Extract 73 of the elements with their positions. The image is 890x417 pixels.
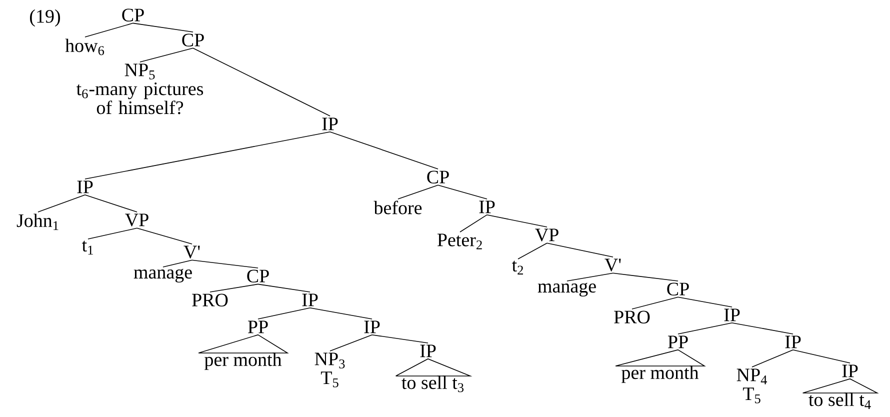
tree-label: V' <box>184 246 200 258</box>
tree-branch <box>546 242 614 258</box>
tree-branch <box>88 228 138 240</box>
tree-label: John$_{1}$ <box>16 214 58 230</box>
tree-branch <box>632 296 678 310</box>
tree-label: t$_{1}$ <box>82 240 93 254</box>
tree-branch <box>330 334 372 352</box>
tree-label: IP <box>724 308 740 322</box>
tree-branch <box>792 349 850 364</box>
tree-label: IP <box>77 180 93 194</box>
tree-label: Peter$_{2}$ <box>437 234 482 250</box>
tree-label: PRO <box>614 310 650 324</box>
tree-branch <box>460 214 488 232</box>
tree-label: IP <box>420 344 436 358</box>
tree-label: IP <box>842 364 858 378</box>
tree-label: before <box>374 200 422 214</box>
tree-label: t$_{2}$ <box>512 260 523 274</box>
tree-branch <box>136 228 192 244</box>
tree-label: per month <box>622 366 699 383</box>
tree-branch <box>566 272 614 282</box>
tree-branch <box>398 184 438 200</box>
triangle-connector <box>800 378 879 394</box>
tree-label: per month <box>204 352 282 370</box>
tree-branch <box>192 260 258 268</box>
tree-branch <box>518 242 548 260</box>
tree-branch <box>132 22 194 32</box>
tree-branch <box>84 22 134 38</box>
tree-label: IP <box>322 118 338 130</box>
tree-branch <box>140 48 194 62</box>
tree-branch <box>84 194 138 212</box>
tree-branch <box>678 296 732 308</box>
tree-label: PP <box>248 320 268 334</box>
tree-label: IP <box>364 320 380 334</box>
tree-label: IP <box>479 200 495 214</box>
example-number: (19) <box>30 9 60 27</box>
tree-branch <box>330 131 438 170</box>
tree-label: NP$_{3}$ T$_{5}$ <box>314 352 345 388</box>
tree-branch <box>678 322 732 334</box>
tree-label: CP <box>122 8 144 22</box>
tree-label: NP$_{4}$ T$_{5}$ <box>736 368 768 404</box>
tree-branch <box>84 131 330 180</box>
tree-branch <box>210 284 258 292</box>
tree-label: CP <box>667 282 689 296</box>
tree-branch <box>162 260 192 268</box>
tree-label: NP$_{5}$ t$_{6}$-many pictures of himself? <box>76 64 204 114</box>
tree-branch <box>372 334 428 344</box>
tree-branch <box>612 272 678 282</box>
tree-label: IP <box>302 294 318 306</box>
tree-label: PP <box>668 336 688 348</box>
tree-branch <box>310 307 372 320</box>
triangle-connector <box>394 358 472 376</box>
tree-branch <box>438 184 488 200</box>
tree-label: VP <box>125 214 148 226</box>
tree-branch <box>258 284 310 292</box>
tree-label: PRO <box>192 294 228 306</box>
tree-branch <box>258 307 310 320</box>
tree-branch <box>38 194 86 212</box>
tree-label: to sell t$_{3}$ <box>402 376 464 392</box>
tree-label: how$_{6}$ <box>65 38 104 56</box>
tree-label: CP <box>427 170 449 184</box>
tree-branch <box>486 214 548 228</box>
tree-label: manage <box>538 282 596 297</box>
tree-label: manage <box>134 268 192 283</box>
triangle-connector <box>196 334 289 354</box>
tree-label: V' <box>604 258 621 272</box>
tree-label: VP <box>535 228 558 242</box>
tree-branch <box>192 48 330 116</box>
tree-label: to sell t$_{4}$ <box>808 392 871 409</box>
tree-branch <box>752 349 794 368</box>
tree-branch <box>732 322 794 334</box>
tree-label: CP <box>247 270 269 282</box>
tree-label: CP <box>182 34 204 46</box>
tree-label: IP <box>785 336 801 348</box>
